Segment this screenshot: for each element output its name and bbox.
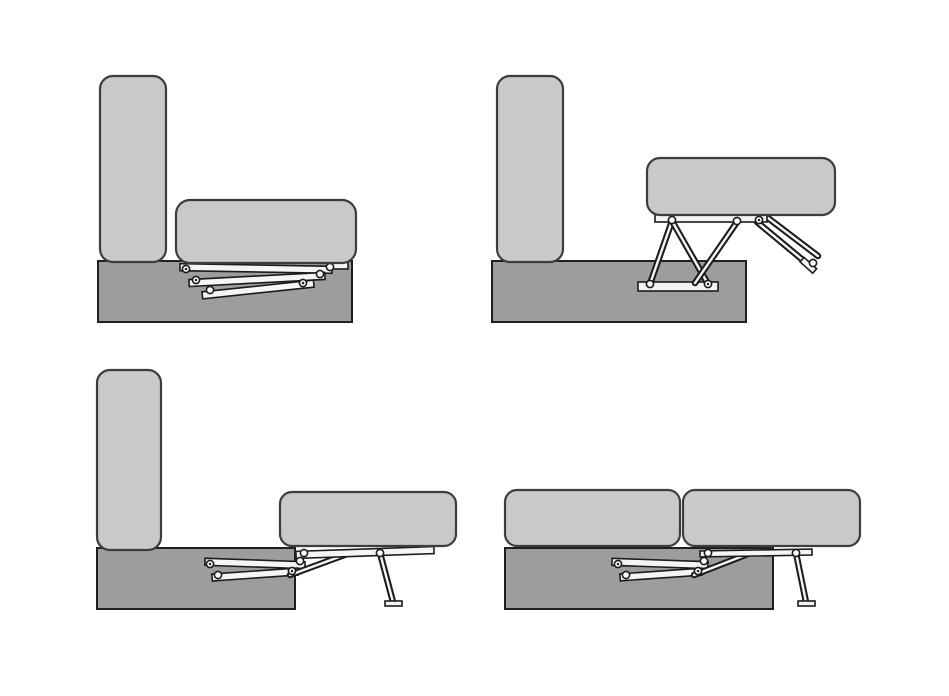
- rivet: [696, 569, 700, 573]
- pivot-joint: [808, 258, 818, 268]
- rivet: [194, 278, 198, 282]
- panel-sofa-closed: [97, 74, 358, 323]
- foot-plate: [797, 600, 816, 607]
- pivot-joint: [732, 216, 742, 226]
- mechanism-link: [691, 218, 741, 287]
- backrest-cushion: [495, 74, 565, 264]
- rivet: [706, 282, 710, 286]
- mechanism-base-plate: [637, 281, 719, 292]
- pivot-joint: [791, 548, 801, 558]
- pivot-joint: [645, 279, 655, 289]
- support-leg: [792, 549, 816, 607]
- pivot-joint: [703, 548, 713, 558]
- rivet: [301, 281, 305, 285]
- rivet: [208, 562, 212, 566]
- mechanism-link: [646, 217, 676, 288]
- pivot-joint: [213, 570, 223, 580]
- mechanism-bar: [201, 279, 315, 300]
- mechanism-bar: [204, 557, 306, 570]
- mechanism-scissor: [637, 213, 822, 292]
- support-rail: [699, 548, 813, 558]
- mechanism-folded: [179, 261, 349, 300]
- panel-seat-raised: [491, 74, 837, 323]
- seat-cushion: [278, 490, 458, 548]
- mechanism-bar: [188, 271, 326, 288]
- foot-plate: [384, 600, 403, 607]
- pivot-joint: [667, 215, 677, 225]
- mechanism-link: [690, 550, 752, 579]
- support-rail: [295, 545, 435, 560]
- pivot-joint: [315, 269, 325, 279]
- seat-cushion: [174, 198, 358, 265]
- sofa-base: [96, 547, 296, 610]
- pivot-joint: [699, 556, 709, 566]
- backrest-cushion: [98, 74, 168, 264]
- panel-bed-open: [503, 488, 862, 610]
- rivet: [757, 218, 761, 222]
- seat-cushion: [645, 156, 837, 217]
- bed-cushion-left: [503, 488, 682, 548]
- pivot-joint: [621, 570, 631, 580]
- rivet: [184, 267, 188, 271]
- folding-leg: [753, 214, 822, 275]
- support-leg: [376, 549, 403, 607]
- pivot-joint: [295, 556, 305, 566]
- pivot-joint: [299, 548, 309, 558]
- panel-seat-extended: [95, 368, 458, 610]
- mechanism-extended: [611, 548, 816, 607]
- rivet: [290, 569, 294, 573]
- mechanism-bar: [611, 557, 709, 570]
- mechanism-extended: [204, 545, 435, 607]
- bed-cushion-right: [681, 488, 862, 548]
- pivot-joint: [325, 262, 335, 272]
- backrest-cushion: [95, 368, 163, 552]
- rivet: [616, 562, 620, 566]
- pivot-joint: [375, 548, 385, 558]
- pivot-joint: [205, 285, 215, 295]
